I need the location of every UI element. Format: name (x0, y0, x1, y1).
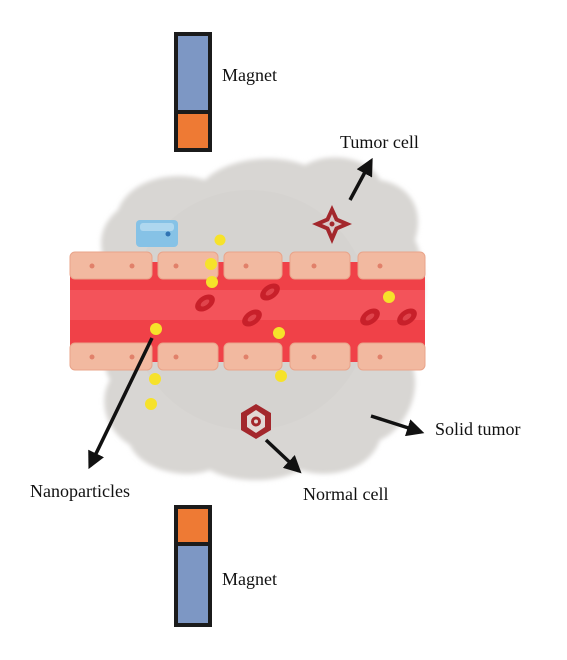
tumor-cell-icon (312, 205, 352, 244)
magnet-bottom (174, 505, 212, 627)
normal-cell-arrow (264, 438, 302, 474)
vessel-wall-bottom (69, 342, 426, 371)
label-arrows (88, 157, 425, 474)
magnet-top (174, 32, 212, 152)
tumor-cell-label: Tumor cell (340, 132, 419, 152)
nanoparticles-label: Nanoparticles (30, 481, 130, 501)
solid-tumor-arrow (370, 414, 425, 437)
tumor-cell-arrow (348, 157, 373, 201)
red-blood-cells (195, 283, 417, 327)
stray-cell (136, 220, 178, 247)
vessel-wall-top (69, 251, 426, 280)
magnet-bottom-label: Magnet (222, 569, 277, 589)
normal-cell-label: Normal cell (303, 484, 388, 504)
nanoparticles (145, 234, 395, 410)
solid-tumor-label: Solid tumor (435, 419, 521, 439)
normal-cell-icon (241, 404, 271, 439)
blood-vessel (69, 251, 426, 371)
nanoparticles-arrow (88, 337, 154, 470)
magnet-top-label: Magnet (222, 65, 277, 85)
